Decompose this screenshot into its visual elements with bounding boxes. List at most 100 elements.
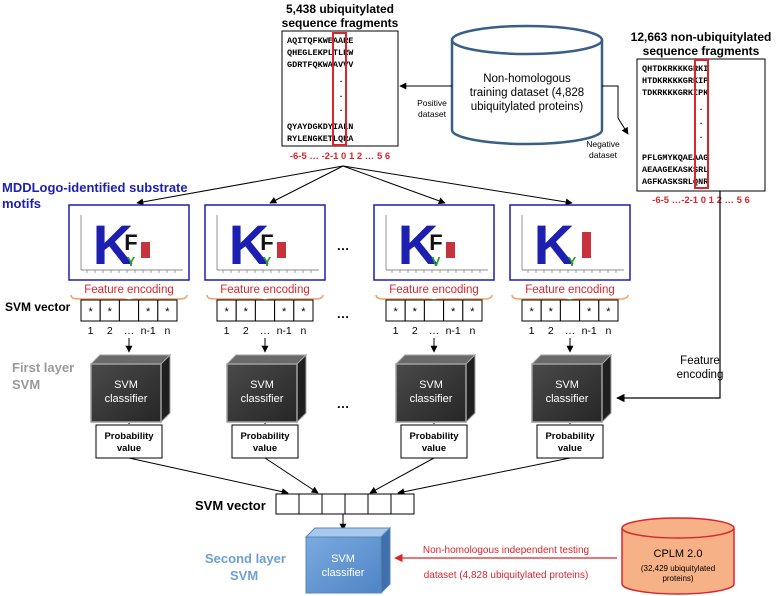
training-db-line1: Non-homologous xyxy=(483,73,571,85)
motif-logo-box xyxy=(204,204,326,281)
probability-label-line2: value xyxy=(117,443,141,454)
cplm-line2: (32,429 ubiquitylated xyxy=(641,564,715,573)
positive-seq-row: QYAYDGKDYIALN xyxy=(287,122,353,132)
positive-seq-dot: . xyxy=(338,104,343,114)
motif-logo-letter: K xyxy=(229,213,269,276)
cube-front xyxy=(226,363,298,423)
vector-cell-value: * xyxy=(224,306,229,318)
negative-dataset-label-line2: dataset xyxy=(589,150,618,160)
positive-seq-row: GDRTFQKWAAVVV xyxy=(287,60,354,70)
positive-seq-row: QHEGLEKPLTLRW xyxy=(287,48,354,58)
vector-cell-value: * xyxy=(529,306,534,318)
motifs-title-line2: motifs xyxy=(2,196,41,211)
motif-arrow-3 xyxy=(342,165,446,205)
cube-front xyxy=(395,363,467,423)
negative-dataset-label-line1: Negative xyxy=(586,139,620,149)
probability-to-vector-arrow xyxy=(397,457,571,496)
probability-box xyxy=(231,424,299,459)
motif-logo-stack xyxy=(582,232,591,258)
cube-top xyxy=(225,354,308,365)
first-layer-line2: SVM xyxy=(12,377,40,392)
feature-encoding-arrow-line2: encoding xyxy=(677,369,724,381)
motif-logo-stack xyxy=(141,242,150,258)
first-layer-svm-cube xyxy=(89,353,172,424)
motif-ellipsis: … xyxy=(337,238,350,253)
vector-cell-value: * xyxy=(282,306,287,318)
testing-dataset-line1: Non-homologous independent testing xyxy=(423,545,589,556)
vector-index: … xyxy=(565,325,576,337)
negative-seq-dot: . xyxy=(698,103,703,113)
cplm-database-cylinder xyxy=(621,517,735,595)
vector-cell-value: * xyxy=(146,306,151,318)
motif-logo-letter: K xyxy=(534,213,574,276)
negative-feature-encoding-arrow xyxy=(616,191,721,403)
combined-vector-cell xyxy=(390,493,415,515)
motif-arrow-2 xyxy=(269,165,344,204)
probability-label-line2: value xyxy=(422,443,446,454)
cplm-line3: proteins) xyxy=(662,574,693,583)
vector-index: n xyxy=(605,325,611,337)
motif-logo-letter: F xyxy=(260,230,273,255)
vector-ellipsis: … xyxy=(337,306,350,321)
motif-logo-letter: Y xyxy=(568,254,577,269)
positive-dataset-label-line2: dataset xyxy=(418,109,447,119)
probability-label-line1: Probability xyxy=(545,431,595,442)
vector-index: … xyxy=(429,325,440,337)
motif-logo-box xyxy=(509,204,631,281)
testing-dataset-line2: dataset (4,828 ubiquitylated proteins) xyxy=(424,570,589,581)
cube-top xyxy=(530,354,613,365)
vector-cell-value: * xyxy=(165,306,170,318)
positive-seq-row: AQITQFKWEAARE xyxy=(287,36,353,46)
vector-index: 2 xyxy=(412,325,418,337)
motif-logo-letter: K xyxy=(93,213,133,276)
second-layer-svm-cube xyxy=(304,526,392,595)
vector-index: … xyxy=(260,325,271,337)
classifier-label-line2: classifier xyxy=(410,393,453,405)
motifs-title-line1: MDDLogo-identified substrate xyxy=(2,180,188,195)
cplm-line1: CPLM 2.0 xyxy=(654,548,703,560)
negative-position-labels: -6-5 …-2-1 0 1 2 … 5 6 xyxy=(652,195,750,206)
vector-index: 1 xyxy=(88,325,94,337)
classifier-label-line1: SVM xyxy=(555,379,579,391)
negative-seq-row: QHTDKRKKKGRKI xyxy=(642,64,708,74)
positive-sequence-box xyxy=(281,30,399,147)
combined-vector-cell xyxy=(298,493,323,515)
first-layer-svm-cube xyxy=(225,353,308,424)
classifier-label-line2: classifier xyxy=(546,393,589,405)
first-layer-svm-cube xyxy=(530,353,613,424)
negative-seq-row: HTDKRKKKGRKIP xyxy=(642,76,708,86)
vector-index: n xyxy=(164,325,170,337)
vector-cell-value: * xyxy=(451,306,456,318)
vector-cell-value: * xyxy=(108,306,113,318)
cube-front xyxy=(531,363,603,423)
vector-index: 2 xyxy=(243,325,249,337)
motif-logo-letter: F xyxy=(124,230,137,255)
vector-index: n-1 xyxy=(141,325,156,337)
training-db-line3: ubiquitylated proteins) xyxy=(471,101,584,113)
cube-top xyxy=(394,354,477,365)
positive-position-labels: -6-5 … -2-1 0 1 2 … 5 6 xyxy=(290,151,390,162)
classifier-label-line1: SVM xyxy=(114,379,138,391)
combined-vector-cell xyxy=(344,493,369,515)
vector-cell xyxy=(559,299,581,322)
probability-to-vector-arrow xyxy=(128,457,289,496)
positive-seq-dot: . xyxy=(338,75,343,85)
motif-logo-letter: Y xyxy=(263,254,272,269)
negative-dataset-arrow xyxy=(602,85,629,135)
vector-index: 1 xyxy=(529,325,535,337)
second-layer-classifier-line2: classifier xyxy=(322,567,365,579)
probability-label-line2: value xyxy=(558,443,582,454)
negative-center-highlight xyxy=(694,59,709,189)
vector-cell-value: * xyxy=(301,306,306,318)
vector-index: n-1 xyxy=(582,325,597,337)
vector-index: n xyxy=(300,325,306,337)
vector-cell xyxy=(254,299,276,322)
cube-side xyxy=(296,353,307,424)
cube-side xyxy=(465,353,476,424)
motif-logo-letter: Y xyxy=(127,254,136,269)
negative-seq-dot: . xyxy=(698,117,703,127)
vector-cell xyxy=(118,299,140,322)
